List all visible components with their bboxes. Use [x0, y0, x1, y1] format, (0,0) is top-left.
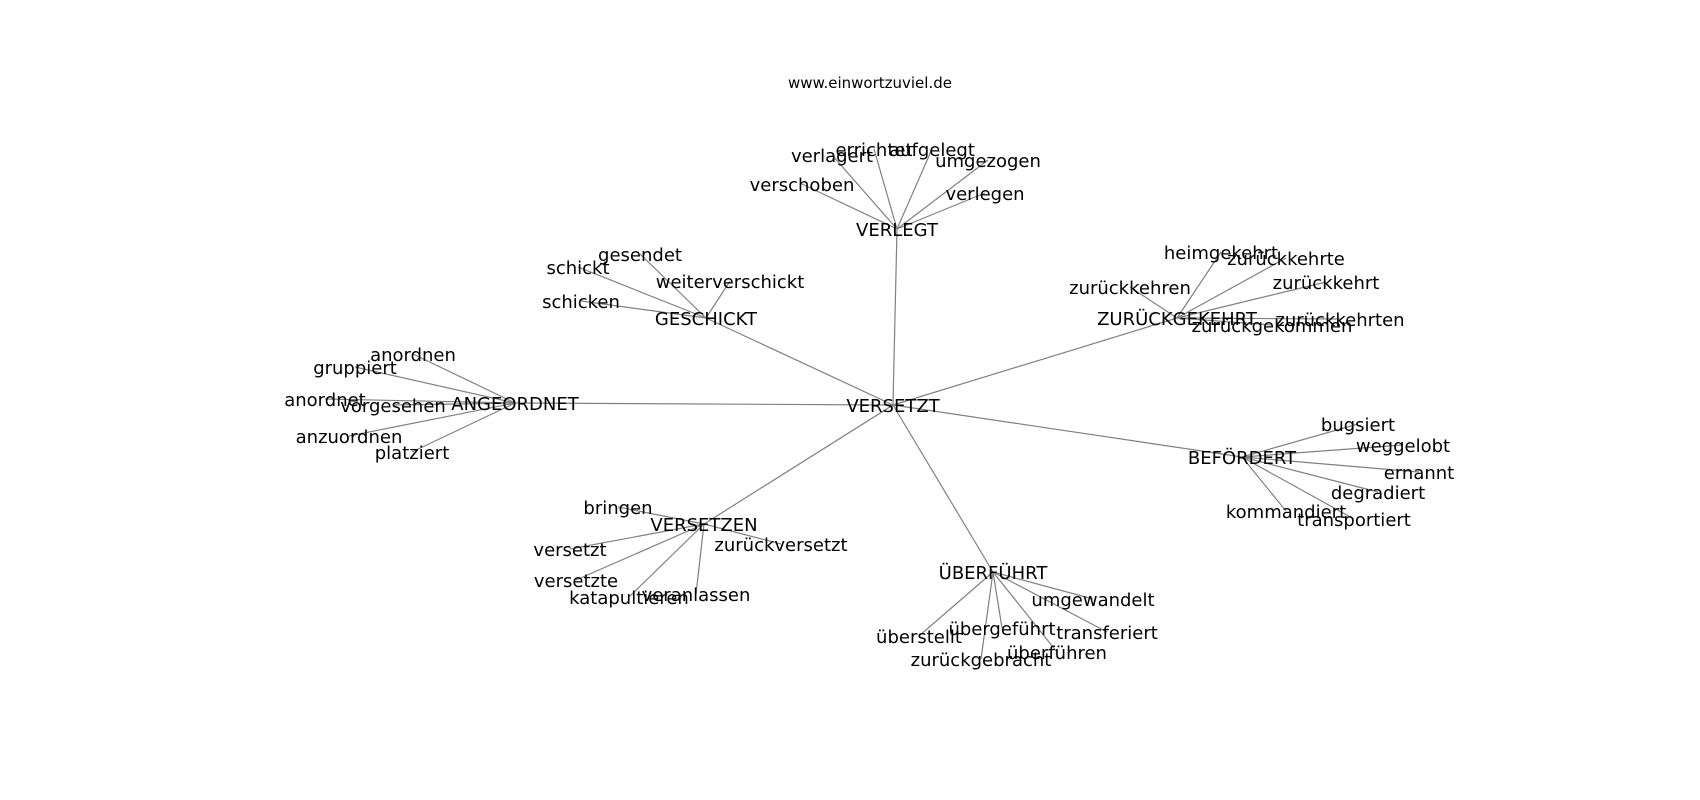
node-leaf: zurückversetzt [714, 535, 847, 556]
node-leaf: verlagert [791, 146, 873, 167]
node-leaf: transportiert [1297, 510, 1411, 531]
node-leaf: errichtet [835, 140, 912, 161]
edge-hub-leaf [896, 159, 989, 230]
node-leaf: umgewandelt [1031, 590, 1154, 611]
edge-hub-leaf [1241, 423, 1359, 458]
node-leaf: ernannt [1384, 463, 1454, 484]
edge-hub-leaf [1176, 257, 1287, 319]
edge-hub-leaf [577, 266, 707, 319]
edge-hub-leaf [1241, 456, 1287, 512]
node-leaf: kommandiert [1226, 502, 1346, 523]
node-hub: ZURÜCKGEKEHRT [1097, 308, 1258, 330]
node-center: VERSETZT [846, 396, 940, 417]
node-leaf: verschoben [750, 175, 855, 196]
node-hub: VERLEGT [856, 220, 939, 241]
edge-hub-leaf [703, 523, 782, 545]
graph-labels: www.einwortzuviel.de VERSETZT verlagerte… [284, 74, 1454, 671]
node-leaf: platziert [375, 443, 450, 464]
node-hub: ANGEORDNET [451, 394, 579, 415]
node-hub: ÜBERFÜHRT [939, 562, 1049, 584]
edge-hub-leaf [324, 398, 516, 404]
edge-hub-leaf [896, 192, 986, 230]
edge-hub-leaf [1176, 317, 1273, 326]
node-leaf: übergeführt [948, 619, 1055, 640]
node-leaf: vorgesehen [340, 396, 446, 417]
edge-hub-leaf [918, 571, 994, 637]
node-leaf: zurückkehren [1069, 278, 1191, 299]
edge-hub-leaf [639, 253, 707, 319]
node-leaf: degradiert [1331, 483, 1425, 504]
node-leaf: überführen [1007, 643, 1107, 664]
node-leaf: versetzt [533, 540, 606, 561]
graph-edges [324, 148, 1420, 660]
edge-center-hub [892, 404, 994, 573]
node-leaf: gruppiert [313, 358, 397, 379]
node-hub: GESCHICKT [655, 309, 758, 330]
edge-hub-leaf [801, 183, 898, 230]
node-leaf: versetzte [534, 571, 618, 592]
node-leaf: gesendet [598, 245, 682, 266]
node-leaf: zurückkehrt [1273, 273, 1380, 294]
node-leaf: weiterverschickt [656, 272, 805, 293]
edge-hub-leaf [569, 523, 705, 550]
edge-hub-leaf [575, 523, 705, 581]
edge-hub-leaf [896, 148, 933, 230]
node-leaf: zurückkehrte [1227, 249, 1345, 270]
node-leaf: anordnet [284, 390, 366, 411]
source-url: www.einwortzuviel.de [788, 74, 952, 92]
edge-hub-leaf [580, 300, 707, 319]
node-leaf: schicken [542, 292, 620, 313]
node-leaf: schickt [546, 258, 609, 279]
node-leaf: transferiert [1056, 623, 1158, 644]
edge-center-hub [892, 317, 1178, 406]
edge-hub-leaf [1241, 444, 1404, 458]
edge-hub-leaf [411, 402, 516, 453]
edge-hub-leaf [628, 523, 705, 598]
edge-hub-leaf [980, 571, 994, 660]
node-leaf: bugsiert [1321, 415, 1395, 436]
edge-hub-leaf [1129, 286, 1178, 319]
edge-hub-leaf [992, 571, 1003, 629]
node-leaf: bringen [583, 498, 652, 519]
edge-hub-leaf [992, 571, 1058, 653]
edge-hub-leaf [1241, 456, 1379, 493]
node-leaf: zurückgebracht [911, 650, 1052, 671]
node-leaf: heimgekehrt [1164, 243, 1278, 264]
edge-center-hub [703, 404, 894, 525]
edge-hub-leaf [348, 402, 516, 437]
node-hub: BEFÖRDERT [1188, 447, 1297, 469]
edge-hub-leaf [412, 353, 516, 404]
node-leaf: zurückkehrten [1275, 310, 1404, 331]
node-leaf: katapultieren [569, 588, 689, 609]
node-leaf: veranlassen [642, 585, 751, 606]
edge-center-hub [705, 317, 894, 406]
node-leaf: zurückgekommen [1192, 316, 1353, 337]
node-leaf: umgezogen [935, 151, 1041, 172]
edge-hub-leaf [831, 154, 898, 230]
edge-hub-leaf [1241, 456, 1420, 473]
edge-hub-leaf [992, 571, 1094, 600]
edge-hub-leaf [992, 571, 1108, 633]
edge-hub-leaf [1176, 281, 1327, 319]
edge-hub-leaf [1176, 251, 1222, 319]
node-hub: VERSETZEN [650, 515, 757, 536]
edge-center-hub [892, 404, 1243, 458]
edge-hub-leaf [354, 366, 516, 404]
node-leaf: überstellt [876, 627, 962, 648]
node-leaf: weggelobt [1356, 436, 1450, 457]
edge-hub-leaf [392, 402, 516, 406]
node-leaf: verlegen [945, 184, 1024, 205]
edge-hub-leaf [1176, 317, 1341, 320]
edge-hub-leaf [617, 506, 705, 525]
edge-center-hub [892, 228, 898, 406]
edge-hub-leaf [705, 280, 731, 319]
edge-center-hub [514, 402, 894, 406]
edge-hub-leaf [873, 148, 898, 230]
node-leaf: anzuordnen [296, 427, 403, 448]
node-leaf: anordnen [370, 345, 456, 366]
edge-hub-leaf [695, 523, 705, 595]
node-leaf: aufgelegt [889, 140, 975, 161]
edge-hub-leaf [1241, 456, 1355, 520]
